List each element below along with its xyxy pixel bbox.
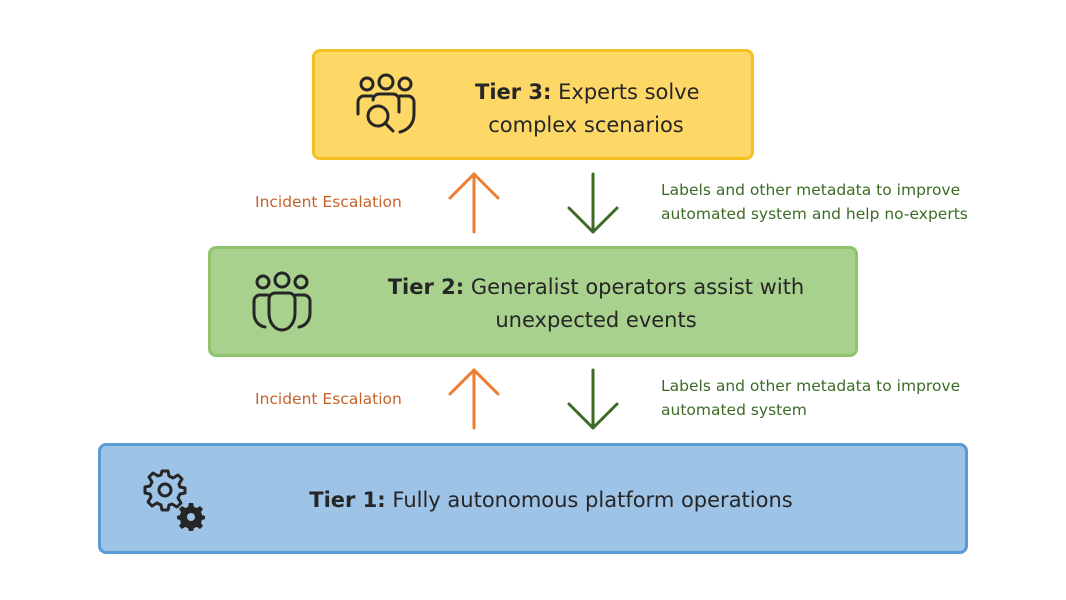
tier-2-box: Tier 2: Generalist operators assist with… bbox=[208, 246, 858, 357]
upper-feedback-line1: Labels and other metadata to improve bbox=[661, 181, 961, 199]
tier-2-text: Tier 2: Generalist operators assist with… bbox=[361, 271, 831, 337]
tier-2-title: Tier 2: bbox=[387, 275, 465, 299]
tier-3-text: Tier 3: Experts solve complex scenarios bbox=[475, 76, 700, 142]
tier-2-line2: unexpected events bbox=[495, 308, 697, 332]
lower-feedback-line1: Labels and other metadata to improve bbox=[661, 377, 961, 395]
upper-escalation-label: Incident Escalation bbox=[255, 193, 402, 211]
tier-2-line1: Generalist operators assist with bbox=[470, 275, 805, 299]
lower-feedback-arrow bbox=[567, 368, 619, 430]
tier-3-title: Tier 3: bbox=[475, 80, 552, 104]
upper-escalation-arrow bbox=[448, 172, 500, 234]
lower-feedback-label: Labels and other metadata to improve aut… bbox=[661, 374, 960, 422]
people-group-icon bbox=[252, 271, 312, 332]
upper-feedback-line2: automated system and help no-experts bbox=[661, 205, 968, 223]
tier-3-line1: Experts solve bbox=[558, 80, 700, 104]
tier-1-text: Tier 1: Fully autonomous platform operat… bbox=[271, 484, 831, 517]
lower-escalation-label: Incident Escalation bbox=[255, 390, 402, 408]
tier-1-box: Tier 1: Fully autonomous platform operat… bbox=[98, 443, 968, 554]
tier-1-title: Tier 1: bbox=[309, 488, 386, 512]
lower-escalation-arrow bbox=[448, 368, 500, 430]
upper-feedback-arrow bbox=[567, 172, 619, 234]
tier-3-line2: complex scenarios bbox=[488, 113, 684, 137]
tier-3-box: Tier 3: Experts solve complex scenarios bbox=[312, 49, 754, 160]
people-search-icon bbox=[356, 73, 416, 134]
upper-feedback-label: Labels and other metadata to improve aut… bbox=[661, 178, 968, 226]
gears-icon bbox=[143, 469, 205, 531]
lower-feedback-line2: automated system bbox=[661, 401, 807, 419]
tier-1-line1: Fully autonomous platform operations bbox=[392, 488, 793, 512]
